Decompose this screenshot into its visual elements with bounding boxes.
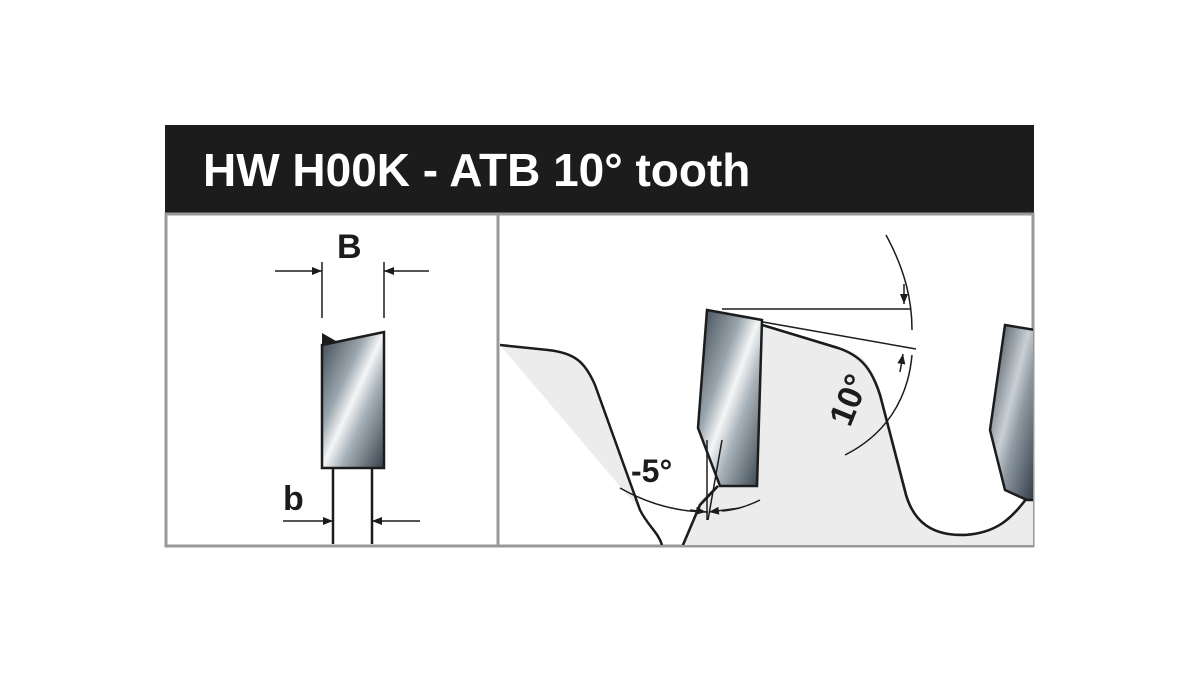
next-carbide-tip <box>988 323 1033 502</box>
hook-arrow-left <box>689 506 707 515</box>
title-bar: HW H00K - ATB 10° tooth <box>165 125 1034 215</box>
reference-line-clearance <box>762 321 917 350</box>
hook-reference-face <box>707 439 723 521</box>
gullet-right-outline-top <box>761 323 1028 537</box>
bevel-arc-lower <box>844 354 913 456</box>
bevel-arrow-bottom <box>897 353 906 373</box>
kerf-width-label: B <box>337 228 362 266</box>
bevel-wedge <box>322 333 336 345</box>
tooth-seat-outline-top <box>681 485 719 545</box>
tooth-front-view: B b <box>275 228 429 544</box>
carbide-tip-front <box>320 330 386 470</box>
bevel-arc-upper <box>885 234 913 331</box>
diagram-title: HW H00K - ATB 10° tooth <box>203 144 751 196</box>
hook-arrow-right <box>708 506 741 515</box>
body-thickness-label: b <box>283 480 304 518</box>
tooth-side-view <box>500 308 1033 545</box>
gullet-left-outline <box>500 343 664 545</box>
carbide-tip-side <box>696 308 764 488</box>
hook-angle-label: -5° <box>631 453 672 489</box>
blade-body-fill <box>662 325 1033 545</box>
